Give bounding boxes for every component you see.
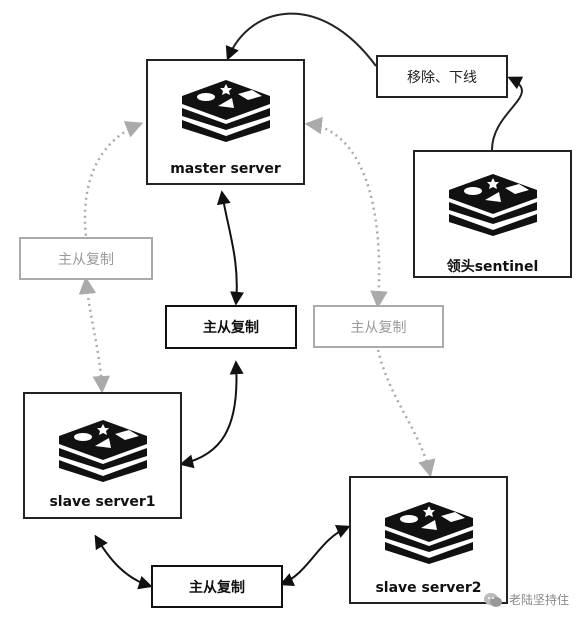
slave-server2-label: slave server2 <box>375 580 482 596</box>
edge-master-to-repl <box>216 190 245 306</box>
edge-repl-to-slave1 <box>179 360 244 469</box>
edge-grey-right-top <box>304 116 388 309</box>
redis-logo-icon <box>449 174 537 236</box>
repl-old-right-label: 主从复制 <box>313 305 444 348</box>
edge-grey-left-bottom <box>78 276 111 394</box>
edge-remove-to-master <box>225 12 377 67</box>
edge-grey-right-bottom <box>376 349 436 478</box>
remove-offline-label: 移除、下线 <box>376 55 508 98</box>
sentinel-node: 领头sentinel <box>413 150 572 278</box>
repl-old-left-label: 主从复制 <box>19 237 153 280</box>
edge-grey-left-top <box>83 121 144 238</box>
edge-repl-to-slave2 <box>279 525 351 587</box>
watermark-text: 老陆坚持住 <box>508 593 569 607</box>
redis-logo-icon <box>182 80 270 142</box>
master-server-label: master server <box>170 161 281 177</box>
slave-server1-node: slave server1 <box>23 392 182 519</box>
watermark: 老陆坚持住 <box>483 591 569 608</box>
master-server-node: master server <box>146 59 305 185</box>
repl-master-slave1-label: 主从复制 <box>165 305 297 349</box>
slave-server2-node: slave server2 <box>349 476 508 604</box>
wechat-icon <box>483 592 502 607</box>
repl-slave1-slave2-label: 主从复制 <box>151 565 283 608</box>
edge-slave1-to-repl <box>94 534 153 590</box>
redis-logo-icon <box>59 420 147 482</box>
sentinel-label: 领头sentinel <box>446 259 539 275</box>
slave-server1-label: slave server1 <box>49 494 156 510</box>
redis-logo-icon <box>385 502 473 564</box>
edge-sentinel-to-remove <box>491 76 524 151</box>
